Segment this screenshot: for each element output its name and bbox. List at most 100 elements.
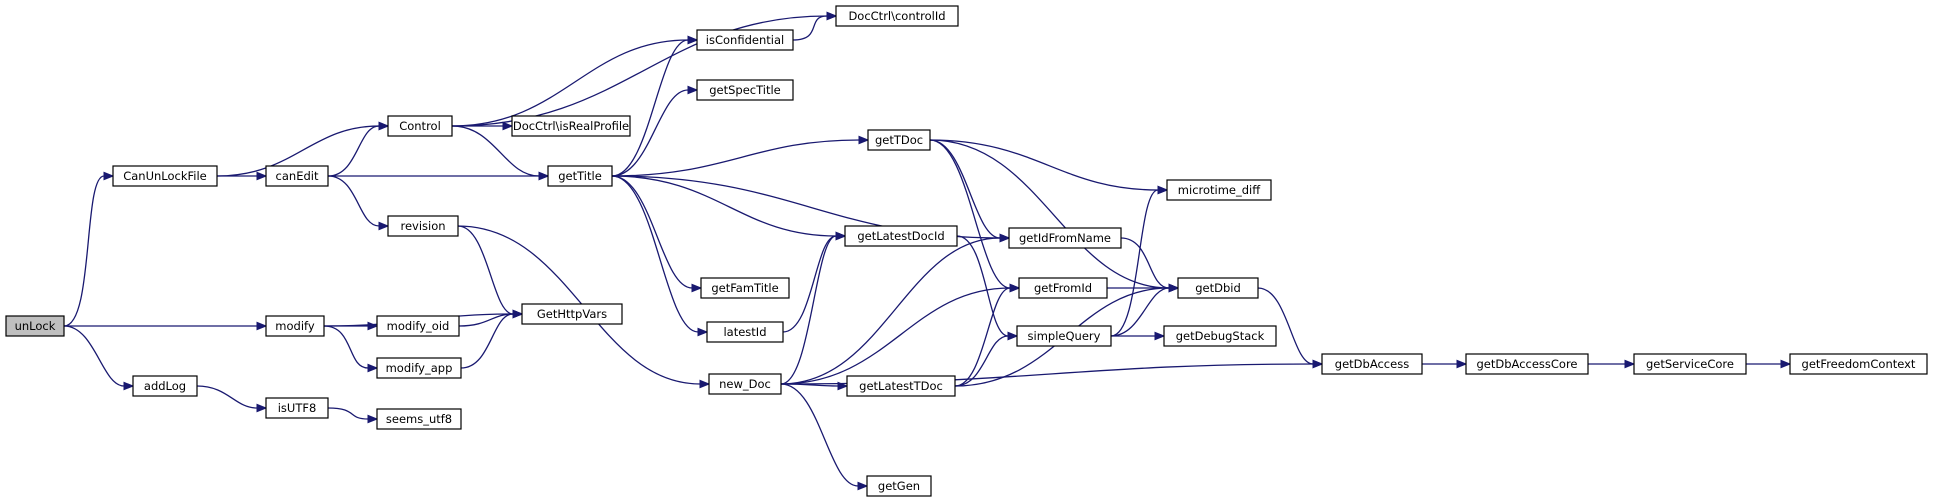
arrowhead <box>857 481 869 491</box>
edge-getServiceCore-to-getFreedomContext <box>1746 359 1792 369</box>
arrowhead <box>512 309 524 319</box>
arrowhead <box>256 321 268 331</box>
arrowhead <box>699 379 711 389</box>
arrowhead <box>999 233 1011 243</box>
node-isUTF8[interactable]: isUTF8 <box>265 397 329 419</box>
arrowhead <box>1312 359 1324 369</box>
node-box <box>376 357 462 379</box>
arrowhead <box>1154 331 1166 341</box>
node-label: modify_app <box>386 361 453 375</box>
node-label: isConfidential <box>706 33 784 47</box>
node-label: revision <box>400 219 445 233</box>
node-getDebugStack[interactable]: getDebugStack <box>1163 325 1277 347</box>
node-new_Doc[interactable]: new_Doc <box>708 373 782 395</box>
edge-getTDoc-to-getDbid <box>929 139 1180 293</box>
node-label: getDbid <box>1195 281 1241 295</box>
arrowhead <box>1780 359 1792 369</box>
node-microtime_diff[interactable]: microtime_diff <box>1166 179 1272 201</box>
node-label: canEdit <box>276 169 319 183</box>
node-box <box>696 79 794 101</box>
node-label: getGen <box>878 479 920 493</box>
node-getGen[interactable]: getGen <box>866 475 932 497</box>
edge-new_Doc-to-getGen <box>780 383 869 491</box>
edge-getTitle-to-isConfidential <box>611 35 699 177</box>
node-modify_app[interactable]: modify_app <box>376 357 462 379</box>
node-getDbAccess[interactable]: getDbAccess <box>1321 353 1423 375</box>
node-label: new_Doc <box>719 377 771 391</box>
node-getFromId[interactable]: getFromId <box>1018 277 1108 299</box>
node-getSpecTitle[interactable]: getSpecTitle <box>696 79 794 101</box>
node-DocCtrlIsRealProfile[interactable]: DocCtrl\isRealProfile <box>511 115 631 137</box>
node-label: getTDoc <box>875 133 923 147</box>
node-CanUnLockFile[interactable]: CanUnLockFile <box>112 165 218 187</box>
node-modify[interactable]: modify <box>265 315 325 337</box>
node-getFamTitle[interactable]: getFamTitle <box>700 277 790 299</box>
function-nodes: unLock CanUnLockFile modify addLog canEdit Co… <box>5 5 1928 497</box>
edge-unLock-to-modify <box>64 321 268 331</box>
edge-new_Doc-to-getLatestDocId <box>780 231 847 385</box>
node-getDbid[interactable]: getDbid <box>1177 277 1259 299</box>
edge-new_Doc-to-getFromId <box>780 283 1021 385</box>
arrowhead <box>103 171 115 181</box>
edge-getTitle-to-latestId <box>611 175 709 337</box>
node-seems_utf8[interactable]: seems_utf8 <box>376 408 462 430</box>
edge-isUTF8-to-seems_utf8 <box>327 407 379 424</box>
node-label: GetHttpVars <box>537 307 607 321</box>
arrowhead <box>367 363 379 373</box>
node-label: getFreedomContext <box>1802 357 1916 371</box>
node-label: DocCtrl\isRealProfile <box>513 119 629 133</box>
node-isConfidential[interactable]: isConfidential <box>696 29 794 51</box>
arrowhead <box>502 121 514 131</box>
node-getIdFromName[interactable]: getIdFromName <box>1008 227 1122 249</box>
edge-Control-to-getTitle <box>451 125 550 181</box>
node-label: getServiceCore <box>1646 357 1734 371</box>
node-Control[interactable]: Control <box>387 115 453 137</box>
arrowhead <box>538 171 550 181</box>
node-box <box>1177 277 1259 299</box>
node-latestId[interactable]: latestId <box>706 321 784 343</box>
node-getDbAccessCore[interactable]: getDbAccessCore <box>1465 353 1589 375</box>
arrowhead <box>123 381 135 391</box>
arrowhead <box>378 121 390 131</box>
node-label: getFamTitle <box>711 281 778 295</box>
node-getLatestDocId[interactable]: getLatestDocId <box>844 225 958 247</box>
node-modify_oid[interactable]: modify_oid <box>376 315 460 337</box>
arrowhead <box>858 135 870 145</box>
node-GetHttpVars[interactable]: GetHttpVars <box>521 303 623 325</box>
node-simpleQuery[interactable]: simpleQuery <box>1016 325 1112 347</box>
node-label: isUTF8 <box>278 401 317 415</box>
node-DocCtrlControlId[interactable]: DocCtrl\controlId <box>835 5 959 27</box>
node-getLatestTDoc[interactable]: getLatestTDoc <box>846 375 956 397</box>
node-label: modify <box>275 319 315 333</box>
edge-unLock-to-CanUnLockFile <box>63 171 115 327</box>
node-box <box>1633 353 1747 375</box>
node-label: getDbAccess <box>1335 357 1409 371</box>
node-getServiceCore[interactable]: getServiceCore <box>1633 353 1747 375</box>
arrowhead <box>256 171 268 181</box>
node-revision[interactable]: revision <box>387 215 459 237</box>
node-label: Control <box>399 119 441 133</box>
node-box <box>844 225 958 247</box>
node-canEdit[interactable]: canEdit <box>265 165 329 187</box>
arrowhead <box>1624 359 1636 369</box>
node-box <box>706 321 784 343</box>
arrowhead <box>1168 283 1180 293</box>
edge-getTitle-to-getSpecTitle <box>611 85 699 177</box>
node-getTitle[interactable]: getTitle <box>547 165 613 187</box>
node-box <box>846 375 956 397</box>
edge-getTitle-to-getTDoc <box>611 135 870 177</box>
edge-latestId-to-getLatestDocId <box>782 231 847 333</box>
node-box <box>1008 227 1122 249</box>
edge-canEdit-to-revision <box>327 175 390 231</box>
node-getFreedomContext[interactable]: getFreedomContext <box>1789 353 1928 375</box>
arrowhead <box>367 321 379 331</box>
node-getTDoc[interactable]: getTDoc <box>867 129 931 151</box>
edge-isConfidential-to-DocCtrlControlId <box>792 11 838 41</box>
node-label: getLatestTDoc <box>859 379 943 393</box>
node-unLock[interactable]: unLock <box>5 315 65 337</box>
node-label: modify_oid <box>387 319 450 333</box>
node-box <box>1166 179 1272 201</box>
node-addLog[interactable]: addLog <box>132 375 198 397</box>
edge-new_Doc-to-getIdFromName <box>780 233 1011 385</box>
